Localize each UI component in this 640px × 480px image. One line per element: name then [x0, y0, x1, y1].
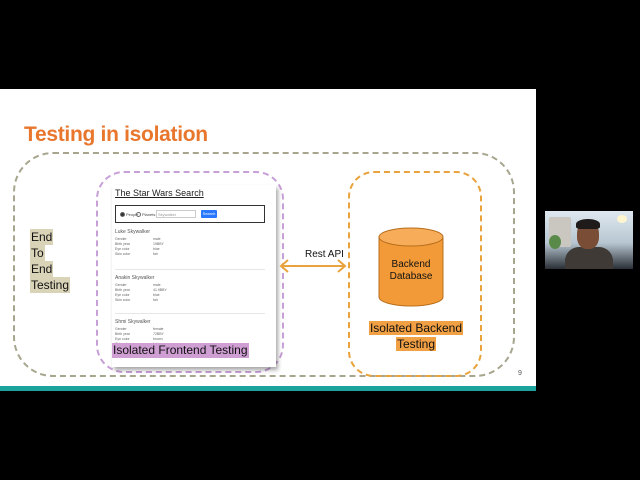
search-form: People Planets Skywalker Search: [115, 205, 265, 223]
result-name: Anakin Skywalker: [115, 275, 155, 281]
radio-dot-icon: [136, 212, 141, 218]
search-button[interactable]: Search: [201, 210, 217, 218]
end-to-end-boundary: [13, 152, 515, 377]
end-to-end-label: End To End Testing: [30, 229, 76, 293]
slide-title: Testing in isolation: [24, 123, 208, 146]
radio-planets[interactable]: Planets: [136, 212, 155, 218]
result-name: Shmi Skywalker: [115, 319, 151, 325]
e2e-line: End: [30, 229, 54, 245]
e2e-line: End: [30, 261, 54, 277]
slide-accent-bar: [0, 386, 536, 391]
app-screenshot: The Star Wars Search People Planets Skyw…: [112, 185, 276, 367]
backend-boundary: [348, 171, 482, 377]
backend-testing-label: Isolated Backend Testing: [368, 321, 464, 351]
app-title: The Star Wars Search: [115, 188, 204, 198]
radio-people[interactable]: People: [120, 212, 138, 218]
database-label: Backend Database: [389, 259, 433, 282]
result-divider: [115, 269, 265, 270]
frontend-boundary: [96, 171, 284, 373]
database-icon: [378, 227, 444, 307]
double-arrow-icon: [279, 259, 347, 273]
presentation-slide: Testing in isolation End To End Testing …: [0, 89, 536, 391]
e2e-line: To: [30, 245, 45, 261]
e2e-line: Testing: [30, 277, 71, 293]
frontend-testing-label: Isolated Frontend Testing: [112, 343, 249, 358]
search-input[interactable]: Skywalker: [156, 210, 196, 218]
radio-dot-icon: [120, 212, 125, 218]
result-name: Luke Skywalker: [115, 229, 151, 235]
rest-api-label: Rest API: [305, 249, 344, 260]
result-divider: [115, 313, 265, 314]
slide-page-number: 9: [518, 370, 522, 377]
presenter-webcam: [545, 211, 633, 269]
